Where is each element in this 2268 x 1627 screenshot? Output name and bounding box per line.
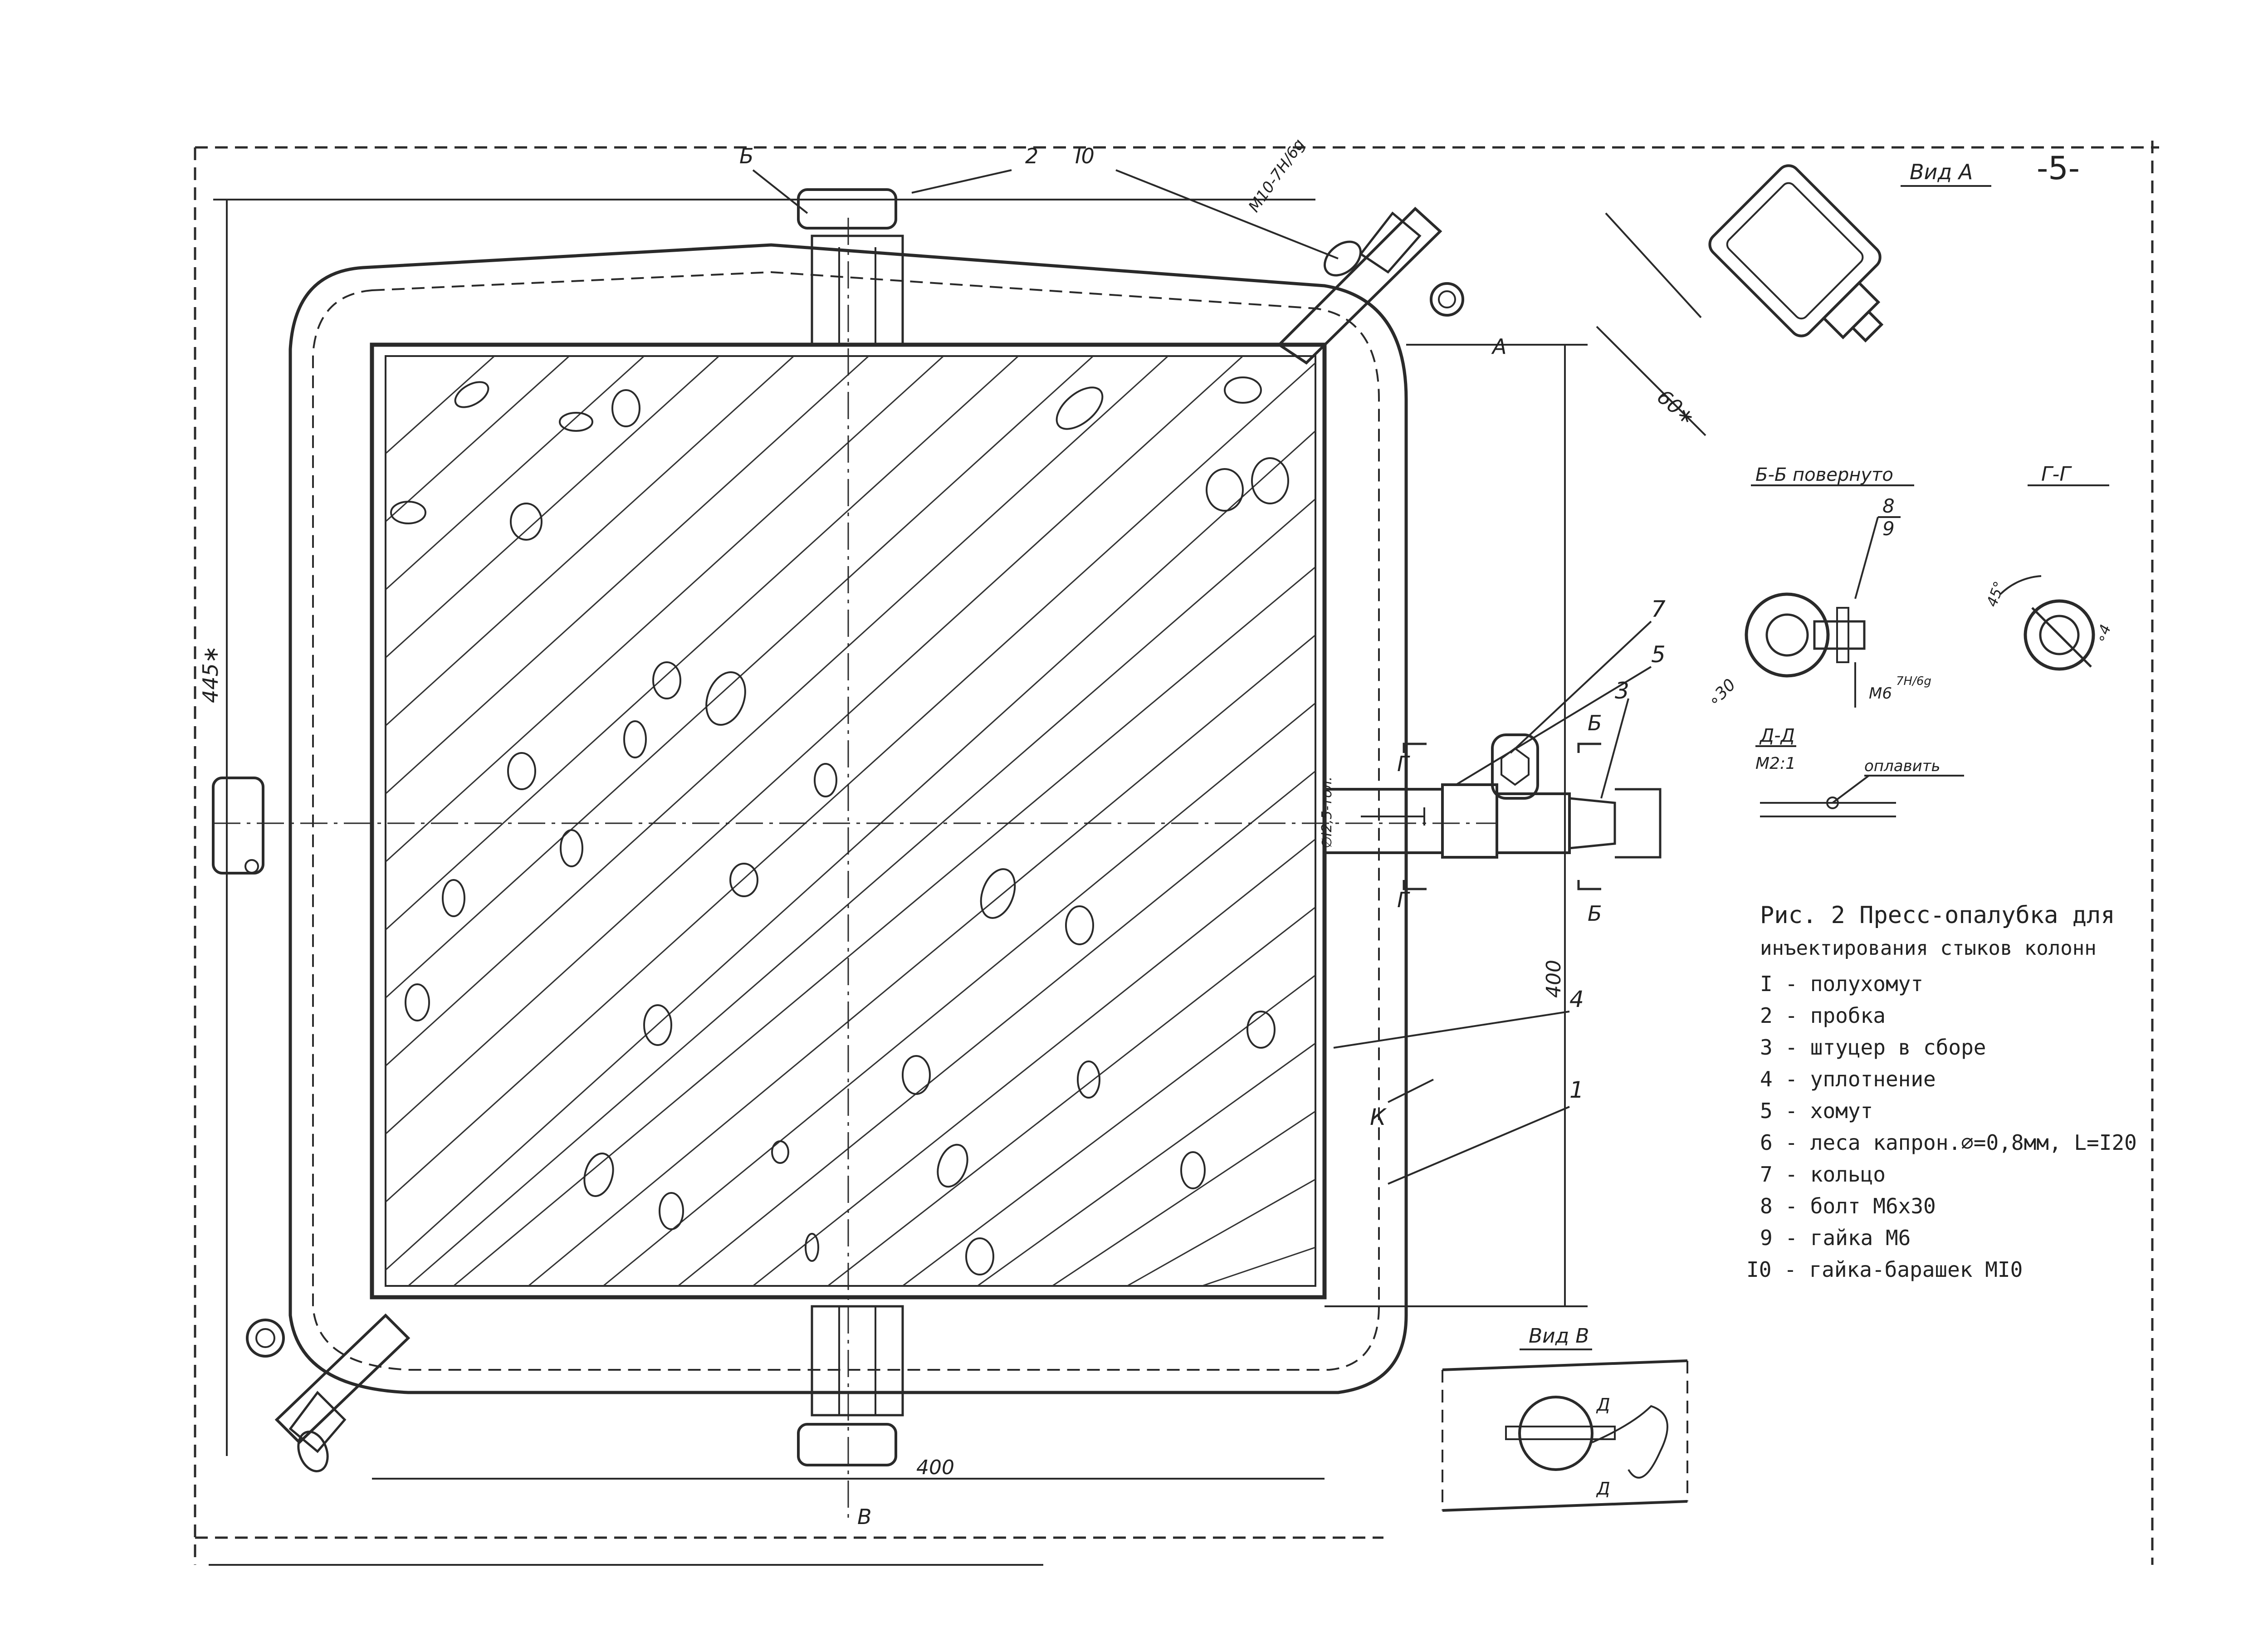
section-bb-d30: ∘30	[1704, 675, 1739, 710]
view-v-title: Вид В	[1529, 1324, 1589, 1348]
label-pos-5: 5	[1651, 641, 1666, 668]
section-bb-title: Б-Б повернуто	[1755, 464, 1893, 485]
section-bb-m6: М6	[1869, 684, 1892, 703]
fitting-tab	[1491, 733, 1539, 800]
sheet-frame	[194, 141, 2159, 1566]
legend-item-3: 3 - штуцер в сборе	[1760, 1035, 1986, 1060]
view-v-mark-d2: Д	[1596, 1479, 1610, 1499]
legend-item-1: I - полухомут	[1760, 972, 1923, 996]
view-a: Вид А 60∗	[1596, 160, 1991, 436]
label-pos-7: 7	[1651, 596, 1666, 622]
leader-lines	[752, 169, 1652, 1185]
section-gg-angle: 45°	[1983, 579, 2008, 609]
label-dim-400-right: 400	[1542, 960, 1565, 998]
top-nipple	[811, 235, 904, 346]
marker-g-bottom: Г	[1397, 888, 1410, 912]
label-pos-10: I0	[1075, 144, 1095, 168]
label-mark-k: К	[1370, 1104, 1387, 1130]
section-dd-title: Д-Д	[1759, 725, 1795, 746]
clamp-outline	[288, 243, 1408, 1394]
marker-g-top: Г	[1397, 752, 1410, 776]
legend-list: I - полухомут 2 - пробка 3 - штуцер в сб…	[1746, 972, 2137, 1282]
aggregate-marks	[390, 376, 1289, 1275]
label-pos-2: 2	[1025, 144, 1038, 168]
view-a-title: Вид А	[1910, 160, 1973, 184]
section-dd-scale: М2:1	[1755, 754, 1796, 773]
clamp-outline-inner	[312, 271, 1380, 1371]
column-section-inner	[385, 355, 1316, 1287]
caption-line-2: инъектирования стыков колонн	[1760, 937, 2097, 960]
legend-item-2: 2 - пробка	[1760, 1003, 1886, 1028]
bottom-left-clamp	[246, 1313, 411, 1473]
section-gg-phi4: ∘4	[2092, 622, 2115, 645]
formwork-main-view: Г Г Б Б Б 2 I0 М10-7Н/6g	[198, 136, 1666, 1529]
section-bb-pos-9: 9	[1882, 518, 1895, 540]
label-pos-4: 4	[1569, 986, 1584, 1012]
label-dim-445: 445∗	[198, 646, 223, 703]
caption-line-1: Рис. 2 Пресс-опалубка для	[1760, 902, 2115, 929]
column-hatching	[386, 356, 1315, 1286]
legend-item-4: 4 - уплотнение	[1760, 1067, 1936, 1091]
label-dim-pipe: ∅I2,5-тол.	[1319, 777, 1335, 848]
top-right-clamp	[1277, 206, 1464, 365]
dimension-lines	[213, 199, 1588, 1480]
label-mark-v: В	[857, 1505, 872, 1529]
top-plug	[797, 188, 897, 230]
section-bb-m6-fit: 7Н/6g	[1896, 674, 1931, 688]
legend-item-5: 5 - хомут	[1760, 1099, 1873, 1123]
label-pos-3: 3	[1615, 678, 1629, 704]
section-gg: Г-Г 45° ∘4	[1983, 463, 2115, 671]
section-bb-pos-8: 8	[1882, 495, 1895, 517]
marker-b-top: Б	[1588, 711, 1602, 735]
view-v-mark-d1: Д	[1596, 1395, 1610, 1415]
section-bb: Б-Б повернуто 8 9 ∘30 М6 7Н/6g	[1704, 464, 1931, 710]
page-number: -5-	[2037, 150, 2080, 187]
section-dd-note: оплавить	[1864, 757, 1941, 775]
caption-block: Рис. 2 Пресс-опалубка для инъектирования…	[1760, 902, 2115, 960]
legend-item-8: 8 - болт М6х30	[1760, 1194, 1936, 1218]
injection-fitting	[1323, 733, 1662, 859]
bottom-plug	[797, 1423, 897, 1466]
section-markers	[1403, 743, 1601, 890]
label-mark-a: А	[1491, 334, 1506, 359]
legend-item-9: 9 - гайка М6	[1760, 1226, 1911, 1250]
left-plug	[212, 777, 264, 875]
label-b-top: Б	[739, 144, 754, 168]
legend-item-10: I0 - гайка-барашек МI0	[1746, 1257, 2023, 1282]
legend-item-6: 6 - леса капрон.∅=0,8мм, L=I20	[1760, 1130, 2137, 1155]
view-v: Вид В Д Д	[1442, 1324, 1688, 1512]
legend-item-7: 7 - кольцо	[1760, 1162, 1886, 1187]
label-pos-1: 1	[1569, 1077, 1584, 1103]
marker-b-bottom: Б	[1588, 901, 1602, 926]
bottom-nipple	[811, 1305, 904, 1417]
section-gg-title: Г-Г	[2041, 463, 2072, 486]
label-dim-400-bottom: 400	[916, 1456, 954, 1479]
section-dd: Д-Д М2:1 оплавить	[1755, 725, 1964, 817]
